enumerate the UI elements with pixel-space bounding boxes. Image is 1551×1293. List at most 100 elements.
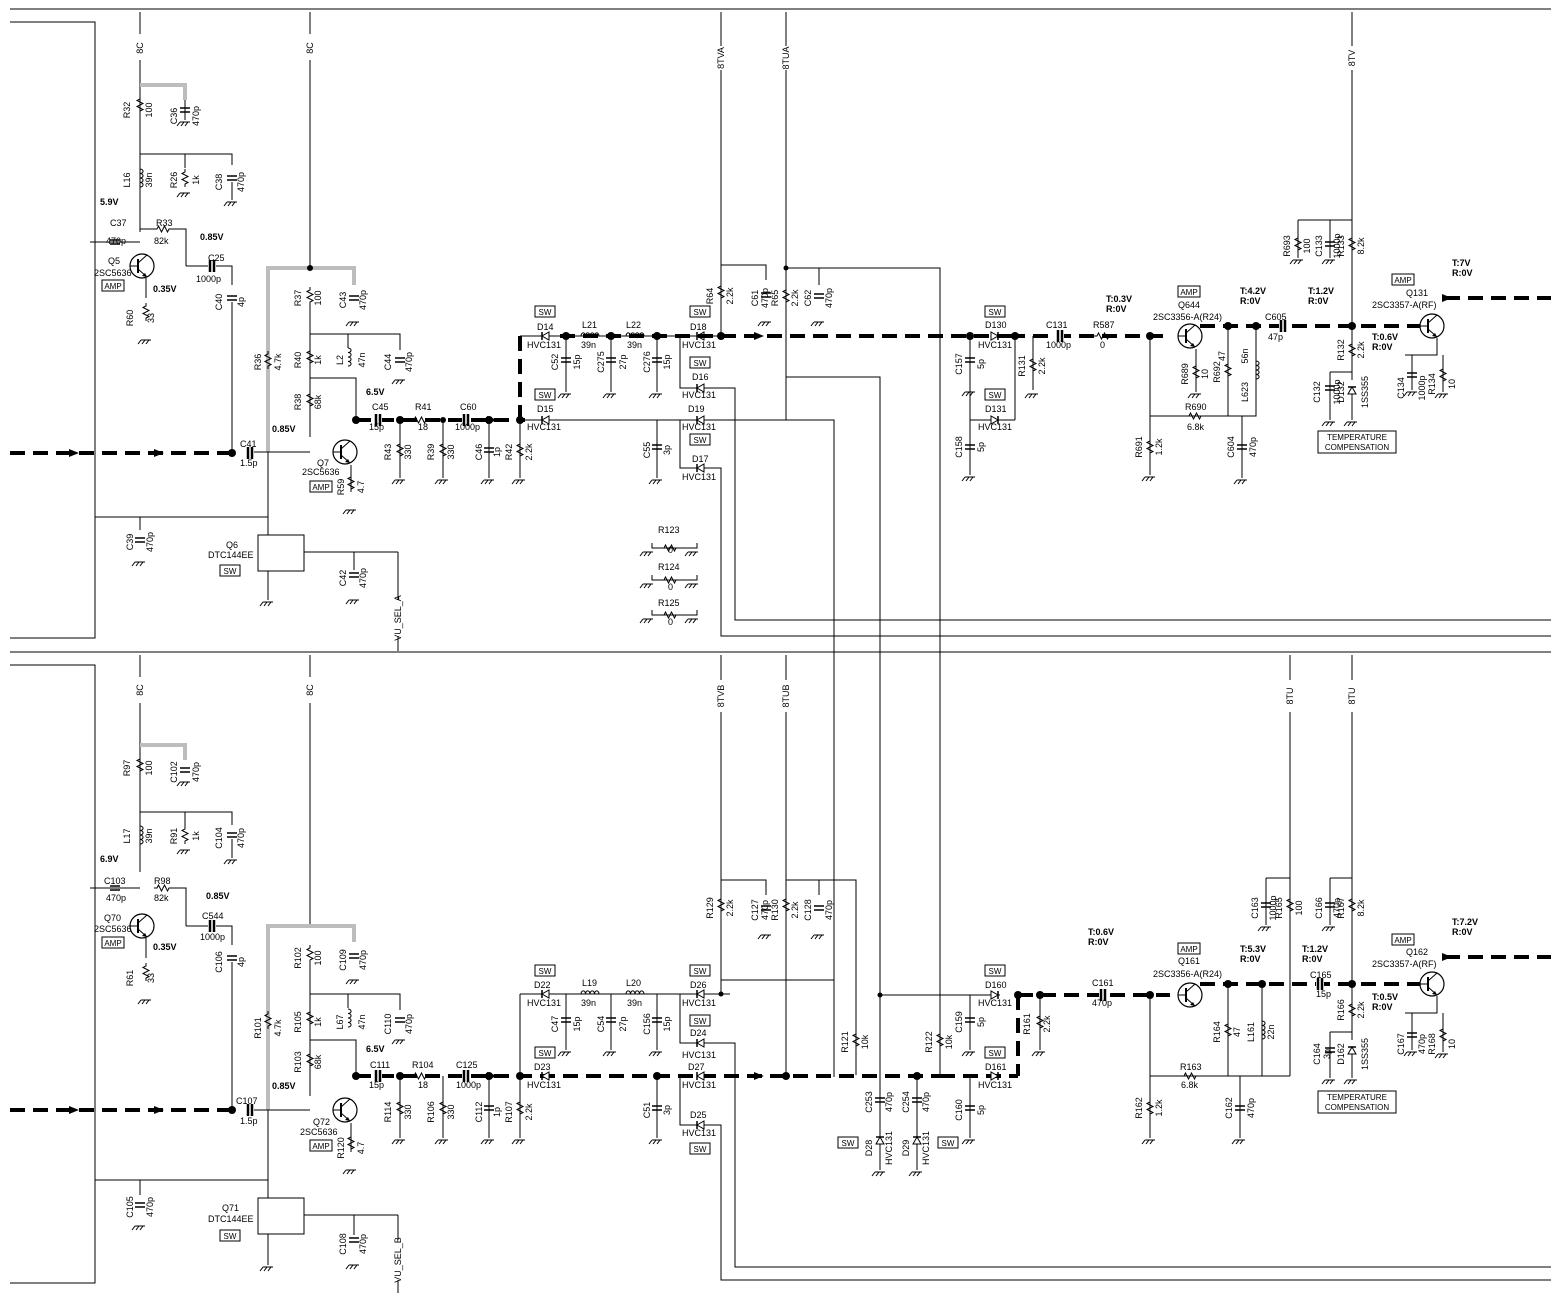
amp-tag: AMP <box>1180 945 1197 954</box>
component-label: R168 <box>1427 1033 1437 1055</box>
component-label: 22n <box>1266 1024 1276 1039</box>
component-label: R:0V <box>1452 927 1473 937</box>
rail-label: 8TVB <box>716 685 726 708</box>
component-label: C253 <box>864 1091 874 1113</box>
component-label: HVC131 <box>978 340 1012 350</box>
component-label: 6.9V <box>100 854 119 864</box>
q161-transistor-icon <box>1177 982 1203 1008</box>
rail-label: 8TU <box>1285 687 1295 704</box>
component-label: R:0V <box>1452 268 1473 278</box>
component-label: Q70 <box>104 913 121 923</box>
component-label: 100 <box>313 950 323 965</box>
component-label: 1SS355 <box>1360 1038 1370 1070</box>
component-label: 10 <box>1447 379 1457 389</box>
component-label: 470p <box>358 290 368 310</box>
component-label: T:4.2V <box>1240 286 1266 296</box>
component-label: R693 <box>1282 235 1292 257</box>
component-label: R101 <box>253 1017 263 1039</box>
component-label: R105 <box>293 1011 303 1033</box>
junction-dots <box>228 265 1356 1114</box>
component-label: 5.9V <box>100 197 119 207</box>
component-label: 2.2k <box>1356 341 1366 359</box>
component-label: 0.85V <box>200 232 224 242</box>
component-label: 2.2k <box>725 899 735 917</box>
temperature-compensation-label: TEMPERATURE <box>1327 1093 1387 1102</box>
amp-tag: AMP <box>104 939 121 948</box>
component-label: C106 <box>214 951 224 973</box>
component-label: 1000p <box>200 932 225 942</box>
component-label: 4.7k <box>273 1019 283 1037</box>
component-label: 330 <box>403 1104 413 1119</box>
component-label: 470p <box>145 1197 155 1217</box>
component-label: HVC131 <box>921 1131 931 1165</box>
component-label: T:1.2V <box>1302 944 1328 954</box>
component-label: 0 <box>668 617 673 627</box>
component-label: 82k <box>154 893 169 903</box>
component-label: R:0V <box>1372 1002 1393 1012</box>
component-label: 15p <box>369 422 384 432</box>
sw-tag: SW <box>224 567 237 576</box>
component-label: HVC131 <box>978 422 1012 432</box>
component-label: C45 <box>372 402 389 412</box>
component-label: 470p <box>760 900 770 920</box>
component-label: 39n <box>144 172 154 187</box>
component-label: C42 <box>338 570 348 587</box>
component-label: HVC131 <box>682 422 716 432</box>
tag-boxes: AMP AMP SW SW SW SW SW SW SW SW AMP AMP … <box>101 273 1415 1242</box>
component-label: C131 <box>1046 320 1068 330</box>
component-label: L20 <box>626 978 641 988</box>
rail-label: 8C <box>305 42 315 54</box>
component-label: C44 <box>383 354 393 371</box>
component-label: R167 <box>1336 897 1346 919</box>
component-label: C43 <box>338 292 348 309</box>
component-label: 8.2k <box>1356 237 1366 255</box>
component-label: C112 <box>474 1102 484 1123</box>
component-label: R97 <box>122 760 132 777</box>
component-label: R691 <box>1134 436 1144 458</box>
component-label: 2.2k <box>524 1103 534 1121</box>
component-label: 330 <box>403 444 413 459</box>
rail-label: 8C <box>135 684 145 696</box>
temperature-compensation-label: TEMPERATURE <box>1327 433 1387 442</box>
component-label: 39n <box>144 828 154 843</box>
component-label: R129 <box>705 897 715 919</box>
component-label: 1000p <box>1417 375 1427 400</box>
temperature-compensation-label: COMPENSATION <box>1325 443 1390 452</box>
component-label: R59 <box>336 479 346 496</box>
component-label: 2.2k <box>524 443 534 461</box>
rail-label: 8TU <box>1347 687 1357 704</box>
component-label: 470p <box>921 1092 931 1112</box>
rail-label: 8TVA <box>716 47 726 69</box>
component-label: 5p <box>976 442 986 452</box>
component-label: 4.7k <box>273 353 283 371</box>
component-label: 1000p <box>1332 233 1342 258</box>
component-label: 470p <box>191 762 201 782</box>
component-label: 39n <box>627 340 642 350</box>
rail-label: 8C <box>135 42 145 54</box>
rail-label: 8C <box>305 684 315 696</box>
component-label: R131 <box>1017 355 1027 377</box>
component-label: 1000p <box>455 422 480 432</box>
component-label: 100 <box>144 102 154 117</box>
component-label: 1k <box>313 355 323 365</box>
component-label: HVC131 <box>682 340 716 350</box>
component-label: 1k <box>313 1017 323 1027</box>
component-label: R65 <box>770 290 780 307</box>
component-label: 100 <box>1302 238 1312 253</box>
component-label: 1.5p <box>240 1116 258 1126</box>
component-label: R98 <box>154 876 171 886</box>
component-label: 470p <box>1417 1034 1427 1054</box>
component-label: R106 <box>426 1101 436 1123</box>
component-label: R161 <box>1022 1013 1032 1035</box>
component-label: C25 <box>208 253 225 263</box>
component-label: Q7 <box>317 458 329 468</box>
component-label: C36 <box>169 108 179 125</box>
component-label: C128 <box>803 899 813 921</box>
sw-tag: SW <box>694 308 707 317</box>
rail-label: 8TUB <box>781 684 791 707</box>
component-label: R26 <box>169 172 179 189</box>
component-label: L19 <box>582 978 597 988</box>
component-label: 15p <box>662 354 672 369</box>
sw-tag: SW <box>694 1017 707 1026</box>
component-label: 2SC5636 <box>94 268 132 278</box>
